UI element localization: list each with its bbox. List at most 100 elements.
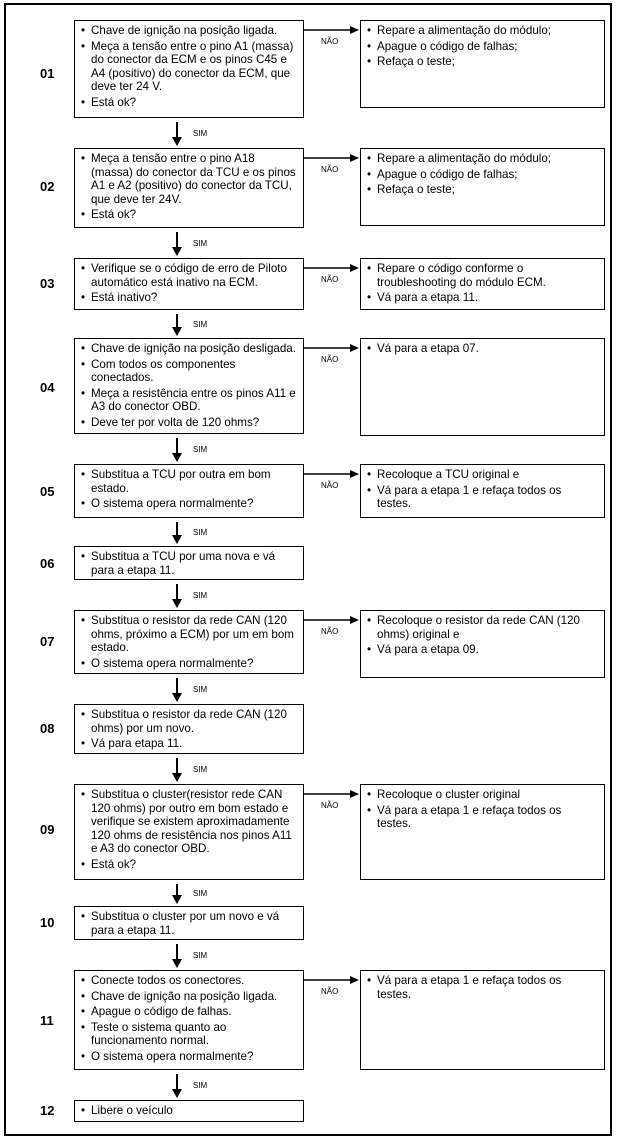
action-item: Está ok? [81, 208, 297, 222]
action-item: Deve ter por volta de 120 ohms? [81, 416, 297, 430]
step-number: 10 [40, 915, 55, 930]
action-item: Chave de ignição na posição ligada. [81, 990, 297, 1004]
no-branch-item: Vá para a etapa 1 e refaça todos os test… [367, 484, 598, 511]
step-number: 09 [40, 822, 55, 837]
no-arrow-head [350, 616, 359, 624]
no-branch-item: Vá para a etapa 09. [367, 643, 598, 657]
action-box: Substitua o cluster por um novo e vá par… [74, 906, 304, 940]
yes-arrow-head [172, 453, 182, 462]
action-box: Substitua a TCU por outra em bom estado.… [74, 464, 304, 518]
no-branch-box: Recoloque o resistor da rede CAN (120 oh… [360, 610, 605, 678]
action-item: Substitua o cluster por um novo e vá par… [81, 910, 297, 937]
no-label: NÃO [321, 37, 339, 46]
no-label: NÃO [321, 627, 339, 636]
no-label: NÃO [321, 987, 339, 996]
yes-label: SIM [193, 591, 208, 600]
action-box: Chave de ignição na posição ligada.Meça … [74, 20, 304, 118]
step-number: 11 [40, 1013, 54, 1028]
step-number: 03 [40, 276, 55, 291]
action-item: Verifique se o código de erro de Piloto … [81, 262, 297, 289]
step-number: 01 [40, 66, 55, 81]
action-item: Substitua a TCU por uma nova e vá para a… [81, 550, 297, 577]
no-branch-item: Recoloque o resistor da rede CAN (120 oh… [367, 614, 598, 641]
action-item: Substitua a TCU por outra em bom estado. [81, 468, 297, 495]
action-item: Meça a resistência entre os pinos A11 e … [81, 387, 297, 414]
yes-label: SIM [193, 129, 208, 138]
yes-arrow-head [172, 327, 182, 336]
action-box: Substitua o resistor da rede CAN (120 oh… [74, 610, 304, 674]
yes-arrow-head [172, 535, 182, 544]
no-branch-item: Refaça o teste; [367, 183, 598, 197]
yes-arrow-head [172, 693, 182, 702]
action-box: Substitua o cluster(resistor rede CAN 12… [74, 784, 304, 880]
action-box: Substitua o resistor da rede CAN (120 oh… [74, 704, 304, 754]
action-item: Substitua o resistor da rede CAN (120 oh… [81, 708, 297, 735]
action-item: Está ok? [81, 96, 297, 110]
step-number: 05 [40, 484, 55, 499]
no-branch-box: Vá para a etapa 07. [360, 338, 605, 436]
action-item: Meça a tensão entre o pino A1 (massa) do… [81, 40, 297, 94]
yes-arrow-head [172, 773, 182, 782]
action-item: Substitua o cluster(resistor rede CAN 12… [81, 788, 297, 856]
yes-arrow-head [172, 599, 182, 608]
action-box: Conecte todos os conectores. Chave de ign… [74, 970, 304, 1070]
no-branch-item: Apague o código de falhas; [367, 168, 598, 182]
no-label: NÃO [321, 481, 339, 490]
no-branch-item: Vá para a etapa 07. [367, 342, 598, 356]
action-item: Com todos os componentes conectados. [81, 358, 297, 385]
no-branch-item: Refaça o teste; [367, 55, 598, 69]
action-box: Meça a tensão entre o pino A18 (massa) d… [74, 148, 304, 228]
action-box: Chave de ignição na posição desligada.Co… [74, 338, 304, 434]
action-item: Substitua o resistor da rede CAN (120 oh… [81, 614, 297, 655]
no-label: NÃO [321, 165, 339, 174]
no-branch-item: Recoloque a TCU original e [367, 468, 598, 482]
action-item: O sistema opera normalmente? [81, 657, 297, 671]
no-label: NÃO [321, 275, 339, 284]
action-item: Está inativo? [81, 291, 297, 305]
no-branch-item: Repare a alimentação do módulo; [367, 24, 598, 38]
no-label: NÃO [321, 801, 339, 810]
no-branch-box: Recoloque a TCU original e Vá para a etap… [360, 464, 605, 518]
action-item: Conecte todos os conectores. [81, 974, 297, 988]
no-branch-box: Repare a alimentação do módulo; Apague o … [360, 148, 605, 226]
no-arrow-head [350, 26, 359, 34]
no-branch-box: Repare o código conforme o troubleshooti… [360, 258, 605, 310]
no-branch-item: Repare o código conforme o troubleshooti… [367, 262, 598, 289]
no-arrow-head [350, 344, 359, 352]
action-item: Vá para etapa 11. [81, 737, 297, 751]
yes-arrow-head [172, 137, 182, 146]
no-branch-item: Repare a alimentação do módulo; [367, 152, 598, 166]
no-branch-box: Vá para a etapa 1 e refaça todos os test… [360, 970, 605, 1070]
no-branch-item: Vá para a etapa 11. [367, 291, 598, 305]
step-number: 12 [40, 1103, 55, 1118]
no-branch-item: Apague o código de falhas; [367, 40, 598, 54]
step-number: 06 [40, 556, 55, 571]
action-item: Libere o veículo [81, 1104, 297, 1118]
action-item: Apague o código de falhas. [81, 1005, 297, 1019]
no-arrow-head [350, 976, 359, 984]
yes-label: SIM [193, 1081, 208, 1090]
yes-label: SIM [193, 239, 208, 248]
yes-label: SIM [193, 765, 208, 774]
yes-arrow-head [172, 247, 182, 256]
yes-label: SIM [193, 320, 208, 329]
step-number: 08 [40, 721, 55, 736]
no-branch-item: Vá para a etapa 1 e refaça todos os test… [367, 804, 598, 831]
no-arrow-head [350, 790, 359, 798]
step-number: 07 [40, 634, 55, 649]
action-item: O sistema opera normalmente? [81, 497, 297, 511]
yes-arrow-head [172, 895, 182, 904]
no-branch-item: Vá para a etapa 1 e refaça todos os test… [367, 974, 598, 1001]
action-box: Verifique se o código de erro de Piloto … [74, 258, 304, 310]
yes-arrow-head [172, 1089, 182, 1098]
yes-label: SIM [193, 889, 208, 898]
action-item: Está ok? [81, 858, 297, 872]
yes-label: SIM [193, 685, 208, 694]
no-branch-box: Repare a alimentação do módulo; Apague o … [360, 20, 605, 108]
diagram-frame [4, 3, 612, 1136]
no-branch-box: Recoloque o cluster originalVá para a et… [360, 784, 605, 880]
yes-arrow-head [172, 959, 182, 968]
action-item: Teste o sistema quanto ao funcionamento … [81, 1021, 297, 1048]
no-arrow-head [350, 154, 359, 162]
